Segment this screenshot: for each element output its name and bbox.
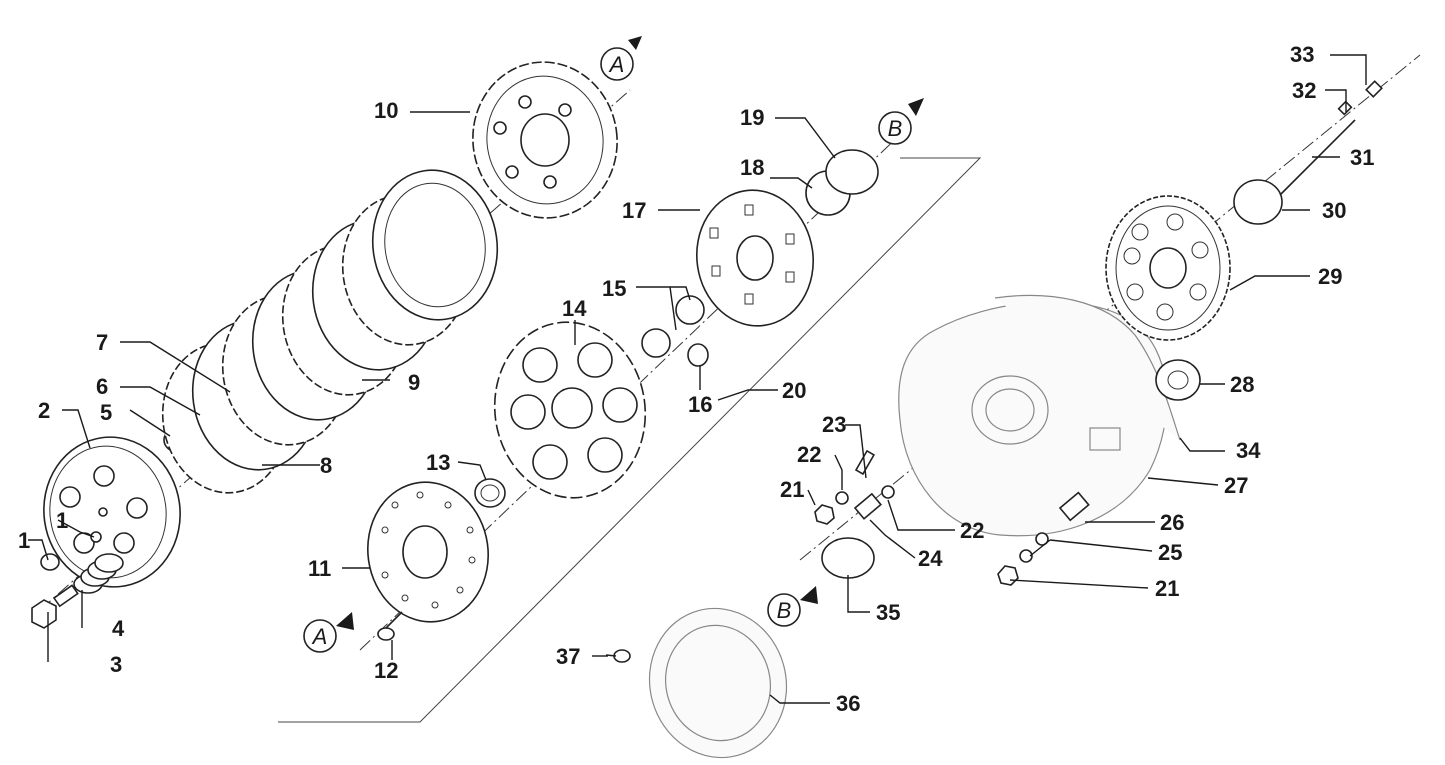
part-label: 4 [112, 616, 125, 641]
ref-a-label: A [608, 52, 625, 77]
reference-mark-b-bottom: B [767, 586, 818, 627]
ref-b-label: B [777, 598, 792, 623]
ref-b-label: B [888, 116, 903, 141]
nut-washer-hardware [814, 449, 1090, 586]
seal-ring [805, 149, 879, 216]
part-label: 16 [688, 392, 712, 417]
part-label: 35 [876, 600, 900, 625]
part-label: 12 [374, 658, 398, 683]
circlip [1233, 179, 1283, 225]
part-label: 20 [782, 378, 806, 403]
part-label: 27 [1224, 473, 1248, 498]
inspection-cover [648, 607, 788, 759]
part-label: 21 [780, 477, 804, 502]
part-label: 30 [1322, 198, 1346, 223]
part-label: 15 [602, 276, 626, 301]
part-label: 23 [822, 412, 846, 437]
reference-mark-a-bottom: A [303, 612, 354, 653]
part-label: 34 [1236, 438, 1261, 463]
thrust-plate [695, 189, 815, 327]
part-label: 33 [1290, 42, 1314, 67]
part-label: 2 [38, 398, 50, 423]
clutch-plate-stack [161, 169, 499, 494]
part-label: 6 [96, 374, 108, 399]
part-label: 26 [1160, 510, 1184, 535]
part-label: 25 [1158, 540, 1182, 565]
part-label: 18 [740, 155, 764, 180]
part-labels: 1 1 2 3 4 5 6 7 8 9 10 11 12 13 14 15 16… [18, 42, 1374, 716]
clutch-basket [493, 321, 647, 499]
part-label: 21 [1155, 576, 1179, 601]
ball-bearing [1155, 359, 1201, 401]
starter-gear [1105, 195, 1231, 341]
part-label: 11 [308, 556, 331, 581]
clutch-inner-hub [472, 61, 618, 219]
part-label: 5 [100, 400, 112, 425]
part-label: 22 [797, 442, 821, 467]
leader-lines [28, 54, 1367, 704]
part-label: 22 [960, 518, 984, 543]
part-label: 37 [556, 644, 580, 669]
disc-screw [377, 611, 403, 641]
cover-screw-small [605, 649, 631, 663]
part-label: 32 [1292, 78, 1316, 103]
part-label: 19 [740, 105, 764, 130]
hub-ring [474, 478, 506, 508]
part-label: 3 [110, 652, 122, 677]
part-label: 36 [836, 691, 860, 716]
pressure-disc [366, 481, 490, 623]
part-label: 13 [426, 450, 450, 475]
part-label: 7 [96, 330, 108, 355]
reference-mark-b-top: B [878, 98, 924, 145]
retaining-clip [687, 343, 709, 367]
part-label: 10 [374, 98, 398, 123]
inspection-ring [821, 537, 875, 579]
part-label: 17 [622, 198, 646, 223]
spring-bolt [31, 584, 79, 629]
cover-gasket [994, 294, 1181, 441]
clutch-spring [73, 553, 124, 594]
needle-bushing [641, 295, 705, 358]
clutch-cover [43, 436, 181, 588]
cover-screw [40, 531, 102, 571]
part-label: 28 [1230, 372, 1254, 397]
part-label: 8 [320, 453, 332, 478]
part-label: 1 [18, 528, 30, 553]
ref-a-label: A [311, 624, 328, 649]
part-label: 31 [1350, 145, 1374, 170]
reference-mark-a-top: A [600, 36, 642, 81]
part-label: 1 [56, 508, 68, 533]
part-label: 24 [918, 546, 943, 571]
part-label: 29 [1318, 264, 1342, 289]
subgroup-frame [278, 157, 982, 723]
part-label: 9 [408, 370, 420, 395]
part-label: 14 [562, 296, 587, 321]
